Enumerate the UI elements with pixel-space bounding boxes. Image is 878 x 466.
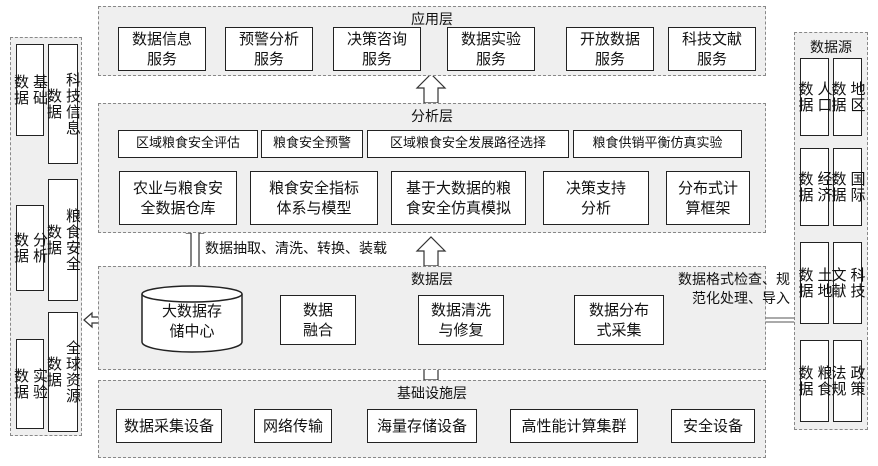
analysis-indicator-model: 粮食安全指标 体系与模型 bbox=[250, 171, 378, 225]
analysis-layer-title: 分析层 bbox=[411, 109, 453, 125]
data-collection: 数据分布 式采集 bbox=[574, 295, 664, 345]
up-arrow-analysis-to-app bbox=[415, 73, 447, 104]
etl-note: 数据抽取、清洗、转换、装载 bbox=[205, 241, 387, 257]
analysis-bigdata-simulation: 基于大数据的粮 食安全仿真模拟 bbox=[391, 171, 526, 225]
application-layer: 应用层 bbox=[98, 6, 766, 76]
left-global-resource-data: 全球资源 数据 bbox=[45, 312, 82, 432]
service-sci-literature: 科技文献 服务 bbox=[668, 27, 756, 71]
service-open-data: 开放数据 服务 bbox=[566, 27, 654, 71]
service-early-warning: 预警分析 服务 bbox=[225, 27, 313, 71]
right-international-data: 国际 数据 bbox=[830, 148, 867, 226]
data-fusion: 数据 融合 bbox=[280, 295, 356, 345]
analysis-balance-simulation: 粮食供销平衡仿真实验 bbox=[573, 130, 742, 158]
infra-storage-device: 海量存储设备 bbox=[367, 409, 477, 443]
analysis-food-warning: 粮食安全预警 bbox=[261, 130, 363, 158]
right-population-data: 人口 数据 bbox=[797, 58, 834, 136]
application-layer-title: 应用层 bbox=[411, 12, 453, 28]
right-region-data: 地区 数据 bbox=[830, 58, 867, 136]
left-food-security-data: 粮食安全 数据 bbox=[45, 179, 82, 301]
right-panel-title: 数据源 bbox=[810, 40, 852, 56]
left-analysis-data: 分析 数据 bbox=[12, 205, 49, 291]
infrastructure-layer-title: 基础设施层 bbox=[397, 386, 467, 402]
data-layer-title: 数据层 bbox=[411, 272, 453, 288]
infra-security-device: 安全设备 bbox=[671, 409, 755, 443]
analysis-distributed-framework: 分布式计 算框架 bbox=[666, 171, 750, 225]
data-cleaning: 数据清洗 与修复 bbox=[418, 295, 504, 345]
analysis-decision-support: 决策支持 分析 bbox=[543, 171, 649, 225]
analysis-regional-assessment: 区域粮食安全评估 bbox=[118, 130, 258, 158]
analysis-data-warehouse: 农业与粮食安 全数据仓库 bbox=[119, 171, 237, 225]
left-sci-info-data: 科技信息 数据 bbox=[45, 44, 82, 164]
analysis-path-selection: 区域粮食安全发展路径选择 bbox=[367, 130, 569, 158]
storage-cylinder bbox=[141, 285, 243, 353]
infra-hpc-cluster: 高性能计算集群 bbox=[510, 409, 638, 443]
right-food-data: 粮食 数据 bbox=[797, 340, 834, 422]
right-economic-data: 经济 数据 bbox=[797, 148, 834, 226]
service-decision-consult: 决策咨询 服务 bbox=[333, 27, 421, 71]
service-data-info: 数据信息 服务 bbox=[118, 27, 206, 71]
left-basic-data: 基础 数据 bbox=[12, 44, 49, 136]
left-experiment-data: 实验 数据 bbox=[12, 339, 49, 429]
data-storage-center: 大数据存 储中心 bbox=[161, 302, 222, 340]
format-check-note: 数据格式检查、规 范化处理、导入 bbox=[678, 272, 790, 307]
right-policy-regulation: 政策 法规 bbox=[830, 340, 867, 422]
infra-network: 网络传输 bbox=[254, 409, 332, 443]
right-land-data: 土地 数据 bbox=[797, 242, 834, 324]
up-arrow-data-to-analysis bbox=[415, 236, 447, 267]
service-data-experiment: 数据实验 服务 bbox=[447, 27, 535, 71]
right-sci-literature: 科技 文献 bbox=[830, 242, 867, 324]
infra-collection-device: 数据采集设备 bbox=[116, 409, 222, 443]
